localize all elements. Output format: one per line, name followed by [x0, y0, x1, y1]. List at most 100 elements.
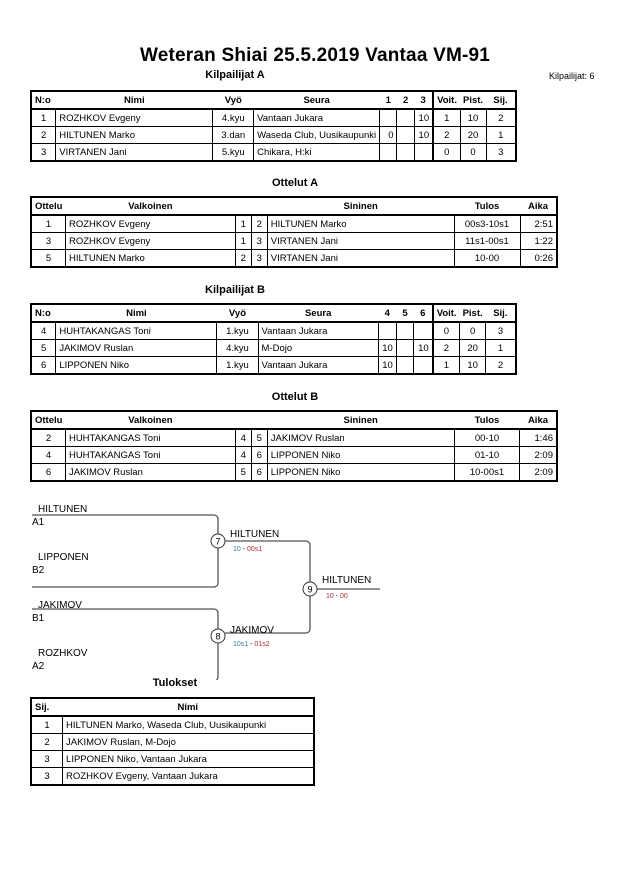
table-cell: 1:22	[519, 232, 558, 250]
table-cell: VIRTANEN Jani	[266, 249, 455, 268]
table-cell	[396, 108, 415, 127]
column-header	[251, 197, 268, 216]
table-cell: Vantaan Jukara	[257, 321, 379, 340]
entrant-seed: B2	[32, 565, 45, 576]
column-header: Sininen	[267, 197, 455, 216]
table-cell: 0	[431, 321, 461, 340]
table-cell: 10-00s1	[453, 463, 521, 482]
column-header: Nimi	[55, 304, 217, 323]
table-cell: 00-10	[453, 428, 521, 447]
table-cell: JAKIMOV Ruslan	[55, 339, 218, 357]
column-header: Aika	[520, 197, 557, 216]
match-score: 10 - 00s1	[233, 546, 262, 553]
table-cell: LIPPONEN Niko, Vantaan Jukara	[62, 750, 315, 768]
table-cell: JAKIMOV Ruslan	[64, 463, 236, 482]
table-cell: 10	[413, 339, 434, 357]
table-cell: 2:09	[519, 446, 558, 464]
table-cell: 10	[413, 126, 434, 144]
table-cell: Waseda Club, Uusikaupunki	[253, 126, 381, 144]
table-cell: LIPPONEN Niko	[55, 356, 218, 375]
matches-b-heading: Ottelut B	[271, 391, 319, 403]
table-cell: 6	[250, 446, 268, 464]
table-cell: M-Dojo	[257, 339, 379, 357]
column-header: 4	[378, 304, 397, 323]
table-cell: 1	[485, 126, 517, 144]
table-cell: 2	[30, 428, 66, 447]
table-cell: 10	[459, 108, 487, 127]
table-cell: 2	[485, 108, 517, 127]
column-header: Ottelu	[31, 197, 66, 216]
column-header: Sininen	[267, 411, 455, 430]
table-cell: 3	[30, 767, 64, 786]
table-cell: 0	[459, 321, 487, 340]
table-cell: HILTUNEN Marko	[64, 249, 236, 268]
header-row: Sij.Nimi	[31, 698, 314, 717]
table-cell	[395, 321, 415, 340]
table-cell: 1	[30, 715, 64, 734]
table-cell: 1	[234, 232, 252, 250]
table-cell: 0	[459, 143, 487, 162]
results-heading: Tulokset	[152, 677, 198, 689]
column-header: Pist.	[459, 304, 486, 323]
table-cell: 3	[250, 232, 268, 250]
table-cell: JAKIMOV Ruslan, M-Dojo	[62, 733, 315, 751]
pool-b-heading: Kilpailijat B	[205, 284, 265, 296]
table-cell: 5	[30, 249, 66, 268]
match-score: 10s1 - 01s2	[233, 641, 270, 648]
column-header: Tulos	[454, 197, 520, 216]
table-cell: 3	[485, 143, 517, 162]
table-cell: 1	[485, 339, 517, 357]
table-cell: 0:26	[519, 249, 558, 268]
table-cell: 6	[30, 356, 57, 375]
table-cell: 2	[485, 356, 517, 375]
table-cell: 2	[30, 733, 64, 751]
table-cell: ROZHKOV Evgeny	[64, 214, 236, 233]
table-cell: 20	[459, 339, 487, 357]
table-cell: 1	[431, 356, 461, 375]
table-cell: 2	[432, 126, 461, 144]
table-cell: 5	[234, 463, 252, 482]
match-number: 8	[215, 632, 220, 642]
table-cell	[377, 321, 397, 340]
column-header: Tulos	[454, 411, 520, 430]
match-number: 9	[307, 585, 312, 595]
column-header: Sij.	[485, 304, 516, 323]
table-cell: HUHTAKANGAS Toni	[64, 446, 236, 464]
table-cell: 4	[234, 446, 252, 464]
table-cell: 1.kyu	[216, 356, 259, 375]
table-cell	[379, 108, 398, 127]
table-cell: 2:09	[519, 463, 558, 482]
entrant-name: LIPPONEN	[38, 552, 89, 563]
column-header: Vyö	[216, 304, 259, 323]
table-cell: 0	[379, 126, 398, 144]
table-cell: 5	[30, 339, 57, 357]
entrant-seed: A2	[32, 661, 45, 672]
table-cell	[413, 143, 434, 162]
table-cell: JAKIMOV Ruslan	[266, 428, 455, 447]
table-cell: Vantaan Jukara	[257, 356, 379, 375]
column-header: Pist.	[460, 91, 487, 110]
table-cell: 01-10	[453, 446, 521, 464]
table-cell: ROZHKOV Evgeny, Vantaan Jukara	[62, 767, 315, 786]
table-cell: 2	[431, 339, 461, 357]
table-cell	[396, 126, 415, 144]
match-score: 10 - 00	[326, 593, 348, 600]
column-header: Seura	[253, 91, 380, 110]
table-cell: ROZHKOV Evgeny	[55, 108, 214, 127]
participants-count: Kilpailijat: 6	[549, 71, 595, 81]
table-cell: ROZHKOV Evgeny	[64, 232, 236, 250]
table-cell: 10	[413, 108, 434, 127]
table-cell	[395, 339, 415, 357]
table-cell: 2	[30, 126, 57, 144]
table-cell: 4.kyu	[212, 108, 255, 127]
table-cell: 5.kyu	[212, 143, 255, 162]
final-winner: HILTUNEN	[322, 575, 371, 586]
